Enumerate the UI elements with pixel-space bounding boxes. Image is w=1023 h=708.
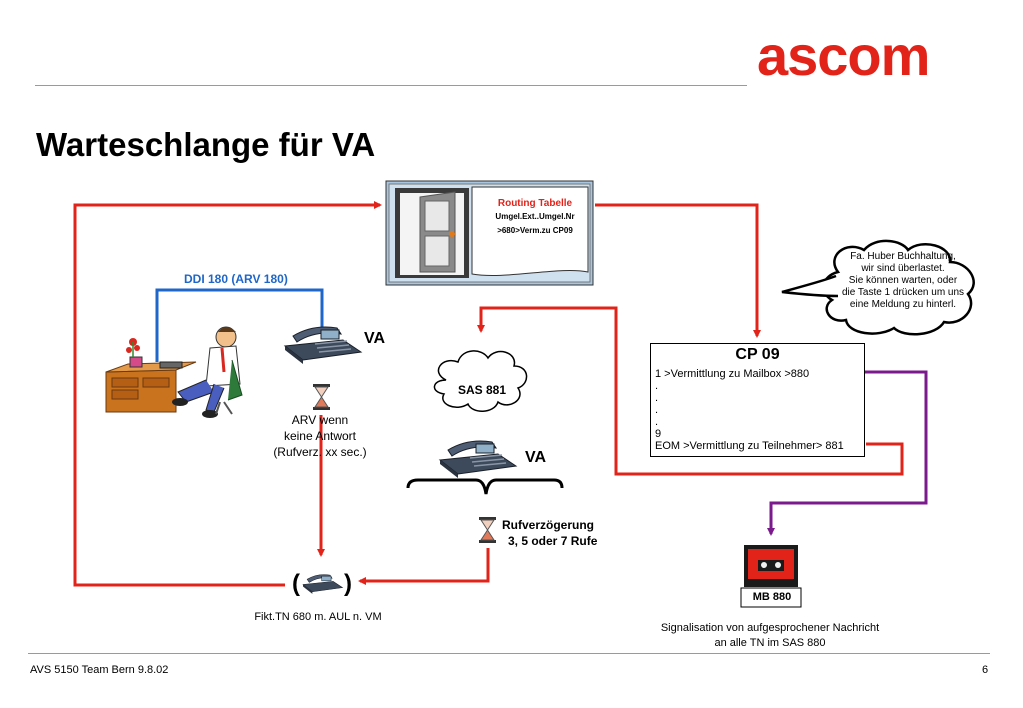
phone-icon-va-bottom (438, 440, 518, 478)
bubble-line: eine Meldung zu hinterl. (849, 299, 957, 310)
arrow-eom-loop-to-sas (477, 306, 904, 476)
bubble-line: wir sind überlastet. (861, 263, 945, 274)
arv-note-line: ARV wenn (291, 413, 349, 427)
rufverzoegerung-line: 3, 5 oder 7 Rufe (508, 534, 598, 548)
page-number: 6 (982, 664, 989, 676)
fikt-label: Fikt.TN 680 m. AUL n. VM (254, 611, 382, 623)
routing-paper (471, 186, 589, 277)
hourglass-icon-arv (313, 384, 330, 410)
mailbox-label: MB 880 (752, 591, 792, 603)
signalisation-note: Signalisation von aufgesprochener Nachri… (648, 621, 892, 651)
rufverzoegerung-line: Rufverzögerung (502, 518, 595, 532)
footer-text: AVS 5150 Team Bern 9.8.02 (30, 664, 169, 676)
bubble-line: die Taste 1 drücken um uns (841, 287, 965, 298)
speech-bubble-text: Fa. Huber Buchhaltung, wir sind überlast… (834, 251, 972, 311)
cp09-lines: 1 >Vermittlung zu Mailbox >880 . . . . 9… (655, 368, 844, 452)
routing-table-title: Routing Tabelle (497, 198, 573, 209)
routing-table-box (385, 180, 594, 286)
cp09-box: CP 09 1 >Vermittlung zu Mailbox >880 . .… (650, 343, 865, 457)
arrow-rufv-to-fikt (358, 548, 490, 585)
routing-table-line-2: >680>Verm.zu CP09 (497, 226, 573, 235)
arv-note-line: (Rufverz. xx sec.) (273, 445, 367, 459)
paren-left: ( (292, 570, 300, 597)
mailbox-line (767, 370, 928, 536)
arrow-routing-to-cp09 (595, 203, 761, 338)
sas-cloud (433, 350, 528, 412)
routing-table-line-1: Umgel.Ext..Umgel.Nr (495, 212, 575, 221)
header-rule (35, 85, 747, 86)
bubble-line: Sie können warten, oder (848, 275, 958, 286)
door-icon (395, 188, 469, 278)
speech-bubble-tail (781, 274, 839, 298)
office-worker-icon (105, 326, 243, 418)
cp09-line: . (655, 380, 659, 392)
sas-label: SAS 881 (457, 383, 507, 397)
paren-right: ) (344, 570, 352, 597)
cp09-title: CP 09 (735, 346, 780, 363)
page-title: Warteschlange für VA (36, 126, 376, 163)
va-label-bottom: VA (525, 449, 547, 466)
ddi-label: DDI 180 (ARV 180) (184, 272, 288, 286)
arv-note: ARV wenn keine Antwort (Rufverz. xx sec.… (258, 412, 382, 460)
cp09-line: . (655, 392, 659, 404)
speech-bubble (822, 239, 975, 336)
phone-icon-fikt (302, 574, 344, 594)
signalisation-line: an alle TN im SAS 880 (714, 637, 826, 649)
cp09-line: . (655, 416, 659, 428)
va-label-top: VA (364, 330, 386, 347)
cp09-line: 9 (655, 428, 662, 440)
phone-icon-va-top (283, 326, 363, 364)
signalisation-line: Signalisation von aufgesprochener Nachri… (660, 622, 880, 634)
footer-rule (28, 653, 990, 654)
arv-note-line: keine Antwort (283, 429, 357, 443)
hourglass-icon-rufv (479, 517, 496, 543)
cp09-line: 1 >Vermittlung zu Mailbox >880 (655, 368, 810, 380)
arrow-left-loop-to-routing (73, 201, 382, 587)
rufverzoegerung-note: Rufverzögerung 3, 5 oder 7 Rufe (502, 517, 597, 549)
red-connectors (73, 201, 904, 587)
cp09-line: EOM >Vermittlung zu Teilnehmer> 881 (655, 440, 844, 452)
ascom-logo: ascom (757, 24, 930, 87)
queue-brace (406, 478, 564, 495)
ddi-line (155, 288, 324, 362)
cp09-line: . (655, 404, 659, 416)
mailbox-cassette-icon (740, 545, 802, 608)
bubble-line: Fa. Huber Buchhaltung, (850, 251, 956, 262)
